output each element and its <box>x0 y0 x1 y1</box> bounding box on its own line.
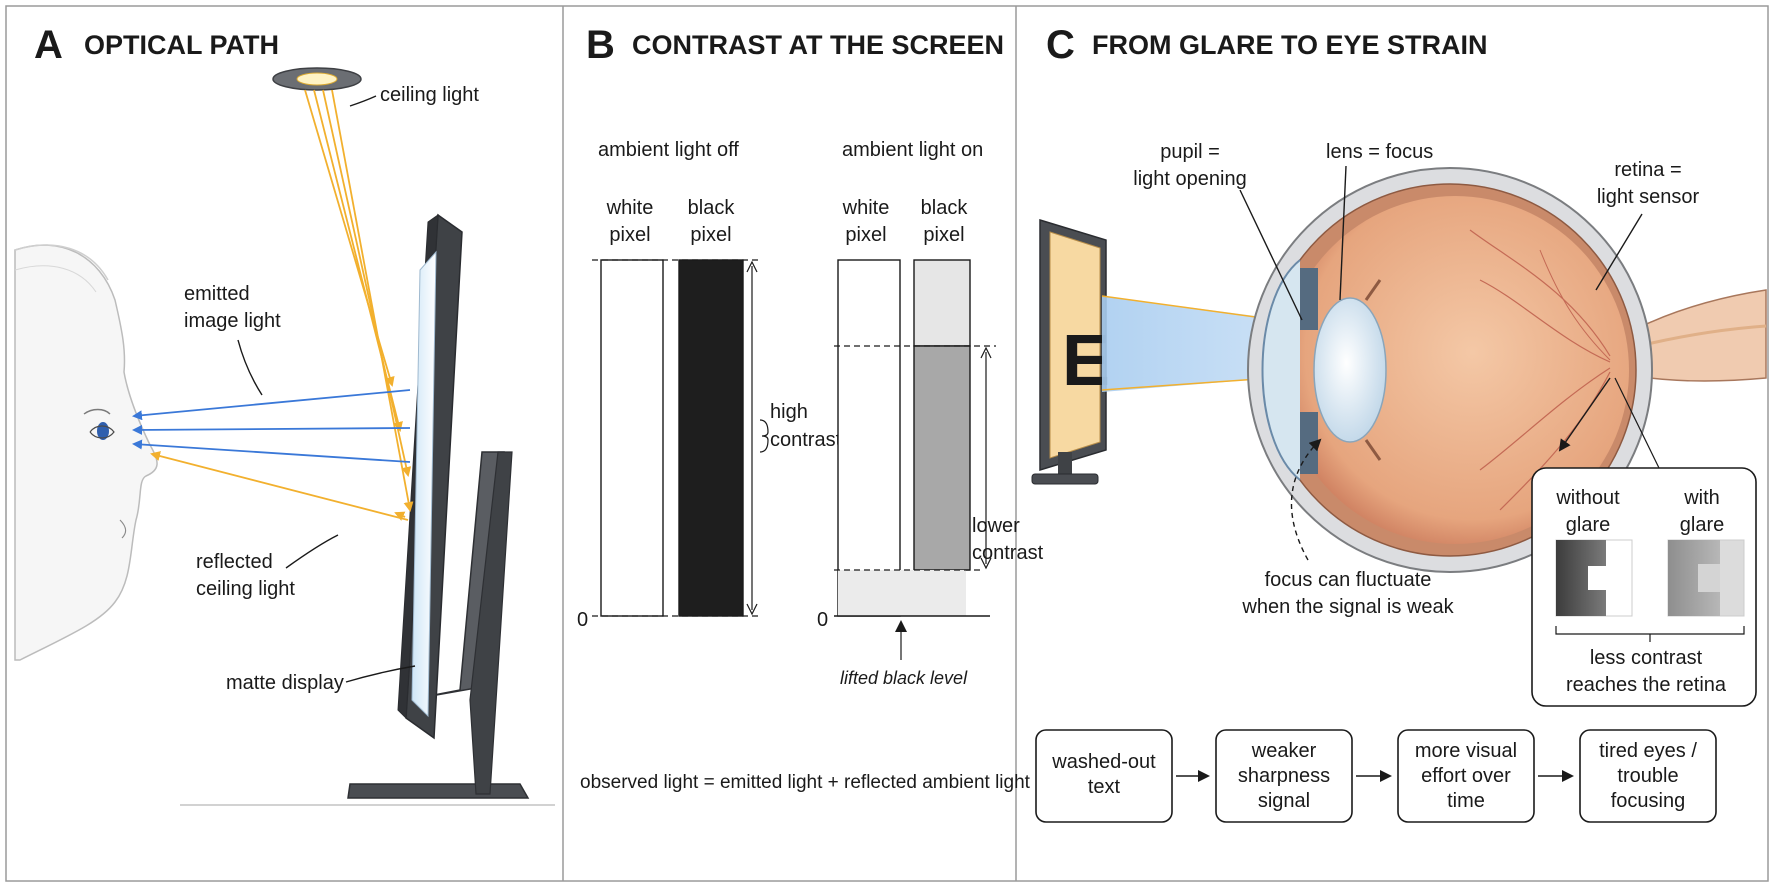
ambient-on-title: ambient light on <box>842 139 983 161</box>
monitor-side-view <box>347 213 530 799</box>
inset-callout-line <box>1614 377 1661 471</box>
reflected-label-1: reflected <box>196 551 273 573</box>
less-contrast-label-2: reaches the retina <box>1566 674 1727 696</box>
on-zero-label: 0 <box>817 609 828 631</box>
flow-step-1: washed-out text <box>1035 729 1173 823</box>
lens-leader <box>1339 165 1347 301</box>
panel-c: C FROM GLARE TO EYE STRAIN E <box>1031 23 1767 823</box>
head-profile <box>14 244 158 661</box>
focus-label-2: when the signal is weak <box>1241 596 1454 618</box>
flow-step-3-line-3: time <box>1447 790 1485 812</box>
on-white-label-2: pixel <box>845 224 886 246</box>
retina-label-1: retina = <box>1614 159 1681 181</box>
matte-leader <box>345 665 416 683</box>
blurred-sample <box>1667 539 1745 617</box>
high-contrast-label-2: contrast <box>770 429 842 451</box>
less-contrast-label-1: less contrast <box>1590 647 1703 669</box>
pupil-label-1: pupil = <box>1160 141 1220 163</box>
matte-display-label: matte display <box>226 672 344 694</box>
panel-b-title: CONTRAST AT THE SCREEN <box>632 30 1004 60</box>
flow-step-3-line-2: effort over <box>1421 765 1511 787</box>
emitted-light-arrows <box>132 389 411 463</box>
flow-step-1-line-2: text <box>1088 776 1121 798</box>
iris-bottom <box>1300 412 1318 474</box>
high-contrast-brace <box>759 419 769 453</box>
on-black-label-1: black <box>921 197 969 219</box>
lifted-black-band <box>838 570 966 616</box>
ceiling-rays <box>304 89 414 512</box>
flow-step-1-line-1: washed-out <box>1051 751 1156 773</box>
panel-b: B CONTRAST AT THE SCREEN ambient light o… <box>577 23 1044 793</box>
flow-step-2-line-1: weaker <box>1251 740 1317 762</box>
off-white-label-2: pixel <box>609 224 650 246</box>
on-white-bar <box>837 259 901 617</box>
panel-a-title: OPTICAL PATH <box>84 30 279 60</box>
on-black-label-2: pixel <box>923 224 964 246</box>
flow-step-3: more visual effort over time <box>1397 729 1535 823</box>
reflected-label-2: ceiling light <box>196 578 295 600</box>
emitted-label-1: emitted <box>184 283 250 305</box>
flow-step-4-line-2: trouble <box>1617 765 1678 787</box>
lower-contrast-label-2: contrast <box>972 542 1044 564</box>
formula: observed light = emitted light + reflect… <box>580 772 1031 793</box>
ambient-off-title: ambient light off <box>598 139 739 161</box>
retina-label-2: light sensor <box>1597 186 1700 208</box>
ceiling-light-leader <box>349 95 377 107</box>
off-black-label-1: black <box>688 197 736 219</box>
with-glare-label-2: glare <box>1680 514 1724 536</box>
flow-step-4-line-1: tired eyes / <box>1599 740 1697 762</box>
flow-step-4: tired eyes / trouble focusing <box>1579 729 1717 823</box>
flow-step-3-line-1: more visual <box>1415 740 1517 762</box>
lower-contrast-label-1: lower <box>972 515 1020 537</box>
without-glare-label-1: without <box>1555 487 1620 509</box>
panel-c-letter: C <box>1046 23 1075 67</box>
focus-arrow <box>1290 438 1322 561</box>
reflected-ray <box>150 451 409 521</box>
emitted-label-2: image light <box>184 310 281 332</box>
panel-b-letter: B <box>586 23 615 67</box>
matte-screen <box>411 250 437 718</box>
iris-top <box>1300 268 1318 330</box>
lens <box>1313 297 1387 443</box>
eye-chart-monitor: E <box>1031 218 1110 485</box>
sharp-sample <box>1555 539 1633 617</box>
lifted-label: lifted black level <box>840 668 968 688</box>
with-glare-label-1: with <box>1683 487 1720 509</box>
ceiling-light-icon <box>272 67 362 91</box>
figure-frame <box>5 5 1769 882</box>
pupil-label-2: light opening <box>1133 168 1246 190</box>
emitted-leader <box>237 339 263 396</box>
flow-step-4-line-3: focusing <box>1611 790 1686 812</box>
off-white-bar <box>600 259 664 617</box>
high-contrast-label-1: high <box>770 401 808 423</box>
on-black-bar-top <box>913 259 971 347</box>
off-white-label-1: white <box>606 197 654 219</box>
flow-step-2-line-2: sharpness <box>1238 765 1330 787</box>
off-black-label-2: pixel <box>690 224 731 246</box>
contrast-inset-box <box>1531 467 1757 707</box>
without-glare-label-2: glare <box>1566 514 1610 536</box>
panel-c-title: FROM GLARE TO EYE STRAIN <box>1092 30 1488 60</box>
flow-step-2-line-3: signal <box>1258 790 1310 812</box>
reflected-ray-head <box>394 511 406 521</box>
reflected-leader <box>285 534 339 569</box>
lens-label: lens = focus <box>1326 141 1433 163</box>
ceiling-light-label: ceiling light <box>380 84 479 106</box>
panel-a-letter: A <box>34 23 63 67</box>
on-white-label-1: white <box>842 197 890 219</box>
retina-leader <box>1595 213 1643 291</box>
on-black-bar-gray <box>913 345 971 571</box>
off-black-bar <box>678 259 744 617</box>
flow-step-2: weaker sharpness signal <box>1215 729 1353 823</box>
panel-a: A OPTICAL PATH ceiling light <box>14 23 555 806</box>
focus-label-1: focus can fluctuate <box>1265 569 1432 591</box>
off-zero-label: 0 <box>577 609 588 631</box>
pupil-leader <box>1239 189 1303 321</box>
inset-arrow-from-retina <box>1558 377 1611 452</box>
